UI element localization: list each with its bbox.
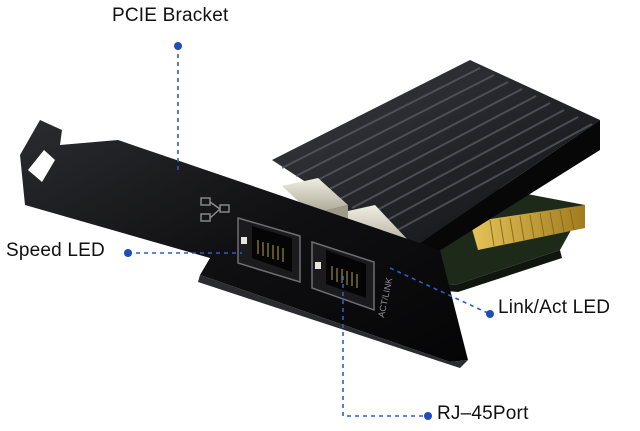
callout-dot-pcie	[174, 42, 182, 50]
callout-label-pcie-bracket: PCIE Bracket	[112, 5, 229, 26]
callout-dot-speed	[124, 249, 132, 257]
link-act-led-indicator	[315, 262, 321, 269]
callout-label-speed-led: Speed LED	[6, 240, 105, 261]
rj45-port-1	[237, 217, 301, 284]
speed-led-indicator	[241, 237, 247, 244]
callout-dot-rj45	[424, 412, 432, 420]
callout-line-rj45	[342, 276, 428, 417]
heatsink	[272, 60, 600, 268]
callout-label-rj45-port: RJ–45Port	[437, 403, 529, 424]
callout-dot-link	[486, 310, 494, 318]
pcie-gold-contacts	[470, 205, 585, 250]
callout-dots	[124, 42, 494, 420]
callout-lines	[128, 46, 491, 417]
callout-line-link	[389, 267, 491, 315]
callout-label-link-act-led: Link/Act LED	[498, 297, 611, 318]
network-symbol-engraving	[200, 197, 230, 222]
